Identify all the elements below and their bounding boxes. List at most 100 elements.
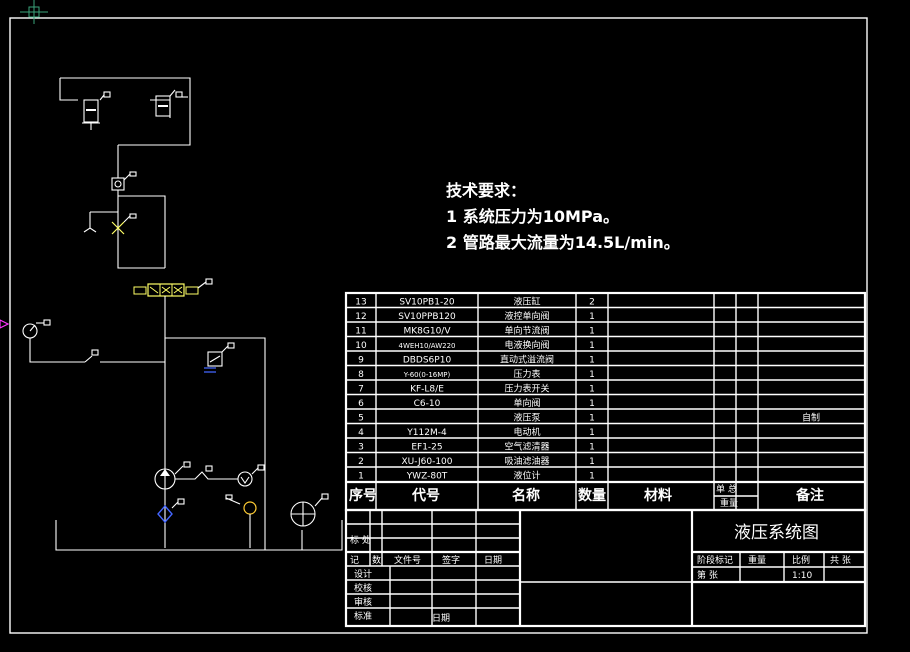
relief-valve-icon [204,342,235,373]
bom-cell-code: SV10PPB120 [398,312,456,322]
bom-cell-no: 9 [358,356,364,366]
pump-icon [154,461,238,490]
check-valve-icon [111,171,137,191]
air-filter-icon [225,494,257,548]
table-row: 6 C6-10 单向阀 1 [358,397,595,409]
header-material: 材料 [644,487,672,504]
edge-marker-icon [0,319,10,329]
tb-audit: 审核 [354,596,372,608]
bom-cell-no: 5 [358,414,364,424]
bom-cell-code: XU-J60-100 [401,457,452,467]
tb-zone: 数 [372,554,381,566]
level-gauge-icon [290,493,329,527]
header-remark: 备注 [795,487,824,504]
bom-cell-no: 11 [355,327,366,337]
title-block: 液压系统图 标 处 记 数 文件号 签字 日期 设计 校核 审核 标准 批准 日… [344,508,867,628]
bom-cell-qty: 1 [589,457,595,467]
bom-cell-code: DBDS6P10 [403,356,452,366]
bom-cell-code: Y-60(0-16MP) [403,371,451,379]
bom-cell-qty: 1 [589,327,595,337]
bom-cell-no: 10 [355,341,367,351]
crosshair-icon [20,0,48,24]
tb-weight: 重量 [748,554,766,566]
bom-cell-qty: 1 [589,472,595,482]
header-unit-weight: 单 总 [716,483,737,495]
bom-cell-name: 单向节流阀 [504,325,549,337]
tank [55,520,343,551]
table-row: 9 DBDS6P10 直动式溢流阀 1 [358,354,595,366]
header-qty: 数量 [578,487,606,504]
tb-date2: 日期 [432,613,450,624]
bom-cell-qty: 1 [589,370,595,380]
bom-cell-name: 单向阀 [513,397,540,409]
bom-cell-no: 12 [355,312,366,322]
bom-cell-no: 4 [358,428,364,438]
bom-cell-qty: 2 [589,298,595,308]
bom-cell-qty: 1 [589,385,595,395]
bom-cell-no: 6 [358,399,364,409]
bom-cell-name: 液位计 [513,470,540,482]
tb-sheets: 共 张 [830,555,851,566]
bom-cell-code: 4WEH10/AW220 [398,342,455,350]
bom-cell-no: 13 [355,298,366,308]
tb-date: 日期 [484,555,502,566]
bom-cell-qty: 1 [589,428,595,438]
bom-cell-code: EF1-25 [411,443,442,453]
bom-cell-name: 压力表 [513,368,540,380]
bom-cell-code: SV10PB1-20 [399,298,455,308]
bom-cell-qty: 1 [589,356,595,366]
tb-change: 记 [350,555,359,566]
schematic [22,77,343,551]
bom-cell-name: 液压缸 [513,296,540,308]
table-row: 4 Y112M-4 电动机 1 [358,426,595,438]
bom-cell-no: 2 [358,457,364,467]
bom-cell-name: 电动机 [513,426,540,438]
tech-req-2: 2 管路最大流量为14.5L/min。 [446,233,680,252]
table-row: 8 Y-60(0-16MP) 压力表 1 [358,368,595,380]
bom-cell-qty: 1 [589,443,595,453]
tb-std: 标准 [354,610,372,622]
tb-check: 校核 [354,582,372,594]
bom-cell-name: 电液换向阀 [504,339,549,351]
tb-scale-value: 1:10 [792,571,812,581]
bom-cell-name: 压力表开关 [504,383,549,395]
tb-scale: 比例 [792,554,810,566]
bom-cell-no: 3 [358,443,364,453]
tech-req-1: 1 系统压力为10MPa。 [446,207,619,226]
bom-cell-code: YWZ-80T [406,472,448,482]
bom-cell-name: 直动式溢流阀 [500,354,554,366]
bom-cell-qty: 1 [589,341,595,351]
tb-stage: 阶段标记 [697,554,733,566]
header-weight: 重量 [720,497,738,509]
tb-mark: 标 处 [350,534,371,546]
tb-design: 设计 [354,568,372,580]
bom-cell-qty: 1 [589,312,595,322]
bom-cell-code: Y112M-4 [406,428,447,438]
bom-cell-remark: 自制 [802,412,820,424]
bom-cell-name: 空气滤清器 [504,441,549,453]
tb-sign: 签字 [442,554,460,566]
bom-cell-code: C6-10 [414,399,441,409]
throttle-valve-icon [83,211,165,269]
tech-title: 技术要求： [446,181,526,200]
table-row: 3 EF1-25 空气滤清器 1 [358,441,595,453]
tb-docno: 文件号 [394,554,421,566]
bom-cell-qty: 1 [589,414,595,424]
bom-cell-qty: 1 [589,399,595,409]
bom-cell-no: 8 [358,370,364,380]
cylinder-icon [155,89,188,117]
cylinder-icon [82,91,111,130]
table-row: 10 4WEH10/AW220 电液换向阀 1 [355,339,595,351]
motor-icon [237,464,265,487]
header-name: 名称 [512,487,540,504]
bom-cell-code: KF-L8/E [410,385,444,395]
